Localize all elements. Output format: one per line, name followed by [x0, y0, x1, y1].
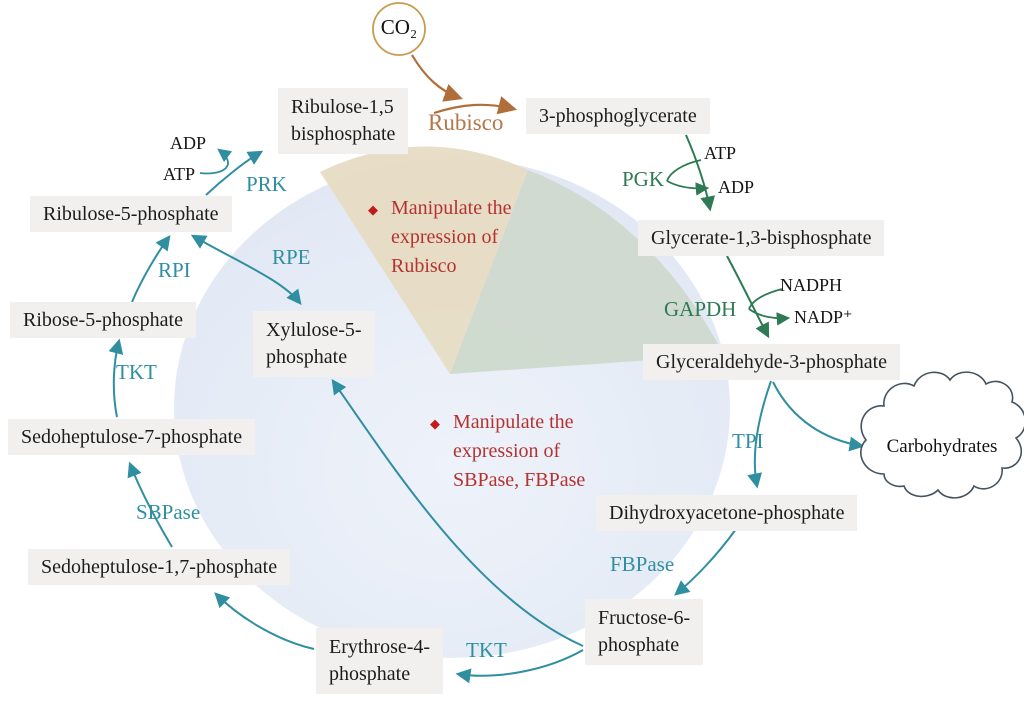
- annotation-line: Rubisco: [391, 255, 457, 277]
- arrow-atp-to-adp-left: [199, 148, 233, 175]
- node-sedoheptulose-17-phosphate: Sedoheptulose-1,7-phosphate: [28, 549, 291, 585]
- enzyme-rpi: RPI: [158, 258, 191, 282]
- arrow-rubp-to-3pg: [433, 96, 518, 115]
- enzyme-sbpase: SBPase: [136, 500, 201, 524]
- arrow-ru5p-x5p-rpe-double: [190, 234, 302, 305]
- arrow-f6p-to-e4p-tkt: [455, 649, 584, 684]
- node-fructose-6-phosphate: Fructose-6- phosphate: [585, 599, 704, 665]
- node-dihydroxyacetone-phosphate: Dihydroxyacetone-phosphate: [596, 495, 858, 531]
- node-erythrose-4-phosphate: Erythrose-4- phosphate: [316, 628, 444, 694]
- annotation-rubisco: ◆ Manipulate the expression of Rubisco: [368, 194, 512, 281]
- hook-atp-right: [666, 159, 702, 182]
- carbohydrates-label: Carbohydrates: [886, 436, 998, 457]
- arrow-e4p-to-sbp17: [214, 592, 315, 650]
- annotation-line: Manipulate the: [453, 411, 574, 433]
- arrow-r5p-to-ru5p-rpi: [131, 234, 171, 303]
- cofactor-nadp-plus: NADP⁺: [794, 307, 853, 327]
- node-xylulose-5-phosphate: Xylulose-5- phosphate: [253, 311, 375, 377]
- enzyme-rubisco: Rubisco: [428, 110, 504, 135]
- arrow-sbp17-to-s7p-sbpase: [127, 461, 173, 548]
- enzyme-prk: PRK: [246, 172, 287, 196]
- annotation-line: SBPase, FBPase: [453, 469, 586, 491]
- node-line: Fructose-6-: [598, 607, 691, 629]
- annotation-line: Manipulate the: [391, 197, 512, 219]
- node-line: Xylulose-5-: [266, 319, 362, 341]
- node-glyceraldehyde-3-phosphate: Glyceraldehyde-3-phosphate: [643, 344, 901, 380]
- arrow-ru5p-to-rubp-prk: [205, 150, 264, 196]
- enzyme-tkt-left: TKT: [116, 360, 157, 384]
- cofactor-atp-left: ATP: [163, 164, 196, 184]
- arrow-gbp13-to-g3p: [726, 255, 770, 339]
- diamond-bullet-icon: ◆: [368, 202, 378, 217]
- enzyme-fbpase: FBPase: [610, 552, 675, 576]
- arrow-to-nadp-plus: [748, 308, 791, 326]
- diamond-bullet-icon: ◆: [430, 416, 440, 431]
- node-line: phosphate: [598, 634, 680, 656]
- cofactor-adp-left: ADP: [170, 133, 207, 153]
- annotation-sbpase-fbpase: ◆ Manipulate the expression of SBPase, F…: [430, 408, 585, 495]
- arrow-3pg-to-gbp13: [685, 134, 716, 212]
- arrow-f6p-to-x5p-tkt: [331, 378, 584, 647]
- enzyme-rpe: RPE: [272, 245, 311, 269]
- arrow-to-adp-right: [666, 180, 710, 196]
- node-3-phosphoglycerate: 3-phosphoglycerate: [526, 98, 710, 134]
- co2-label: CO₂: [380, 15, 418, 39]
- annotation-text: Manipulate the expression of SBPase, FBP…: [453, 408, 585, 495]
- arrow-co2-to-rubisco: [411, 54, 463, 102]
- node-sedoheptulose-7-phosphate: Sedoheptulose-7-phosphate: [8, 419, 256, 455]
- arrow-g3p-to-carbohydrates: [772, 381, 865, 452]
- arrow-s7p-to-r5p-tkt: [108, 338, 124, 418]
- annotation-text: Manipulate the expression of Rubisco: [391, 194, 512, 281]
- background-wedge-tan: [320, 146, 528, 374]
- hook-nadph: [748, 288, 783, 310]
- cofactor-adp-right: ADP: [718, 177, 755, 197]
- node-line: bisphosphate: [291, 123, 396, 145]
- node-ribulose-15-bisphosphate: Ribulose-1,5 bisphosphate: [278, 88, 409, 154]
- enzyme-tkt-bottom: TKT: [466, 638, 507, 662]
- arrow-dhap-to-f6p-fbpase: [674, 528, 737, 596]
- enzyme-gapdh: GAPDH: [664, 297, 737, 321]
- node-line: phosphate: [266, 346, 348, 368]
- node-line: Erythrose-4-: [329, 636, 431, 658]
- cofactor-nadph: NADPH: [780, 275, 843, 295]
- node-glycerate-13-bisphosphate: Glycerate-1,3-bisphosphate: [638, 220, 885, 256]
- enzyme-pgk: PGK: [622, 167, 665, 191]
- enzyme-tpi: TPI: [732, 429, 764, 453]
- node-line: phosphate: [329, 663, 411, 685]
- node-ribulose-5-phosphate: Ribulose-5-phosphate: [30, 196, 232, 232]
- cofactor-atp-right: ATP: [704, 143, 737, 163]
- node-ribose-5-phosphate: Ribose-5-phosphate: [10, 302, 196, 338]
- annotation-line: expression of: [391, 226, 499, 248]
- carbohydrates-cloud: [860, 371, 1024, 499]
- node-line: Ribulose-1,5: [291, 96, 394, 118]
- background-wedge-green: [450, 170, 724, 374]
- arrow-g3p-to-dhap-tpi: [747, 380, 772, 489]
- co2-circle: [372, 2, 426, 56]
- annotation-line: expression of: [453, 440, 561, 462]
